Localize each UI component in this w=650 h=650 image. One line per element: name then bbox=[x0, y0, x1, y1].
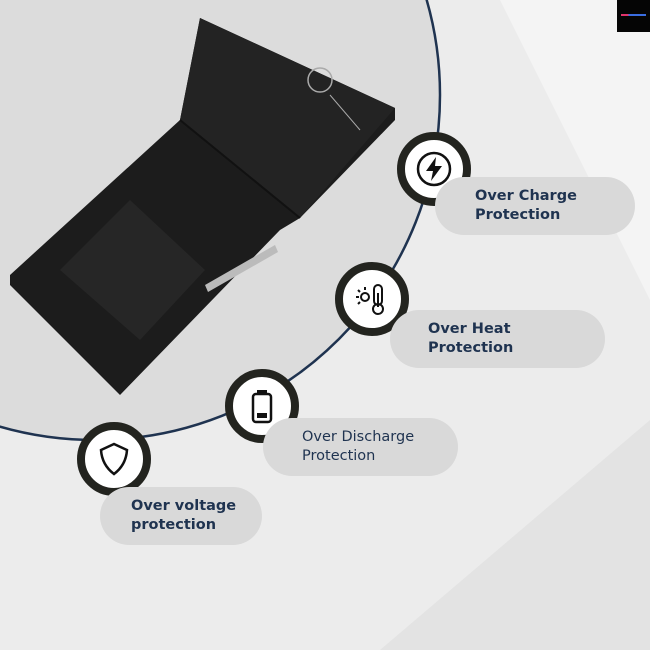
feature-label: Over Charge bbox=[475, 188, 577, 204]
feature-label: Protection bbox=[302, 448, 376, 464]
battery-image bbox=[10, 18, 395, 395]
feature-label: Protection bbox=[428, 340, 514, 356]
feature-over-voltage: Over voltage protection bbox=[100, 487, 262, 545]
feature-label: Over Heat bbox=[428, 321, 511, 337]
feature-label: Protection bbox=[475, 207, 561, 223]
shield-icon bbox=[77, 422, 151, 496]
bg-facet bbox=[380, 420, 650, 650]
feature-label: Over voltage bbox=[131, 498, 237, 514]
feature-label: protection bbox=[131, 517, 217, 533]
brand-logo bbox=[617, 0, 650, 32]
bg-facet bbox=[500, 0, 650, 300]
lightning-bolt-icon bbox=[397, 132, 471, 206]
feature-label: Over Discharge bbox=[302, 429, 415, 445]
